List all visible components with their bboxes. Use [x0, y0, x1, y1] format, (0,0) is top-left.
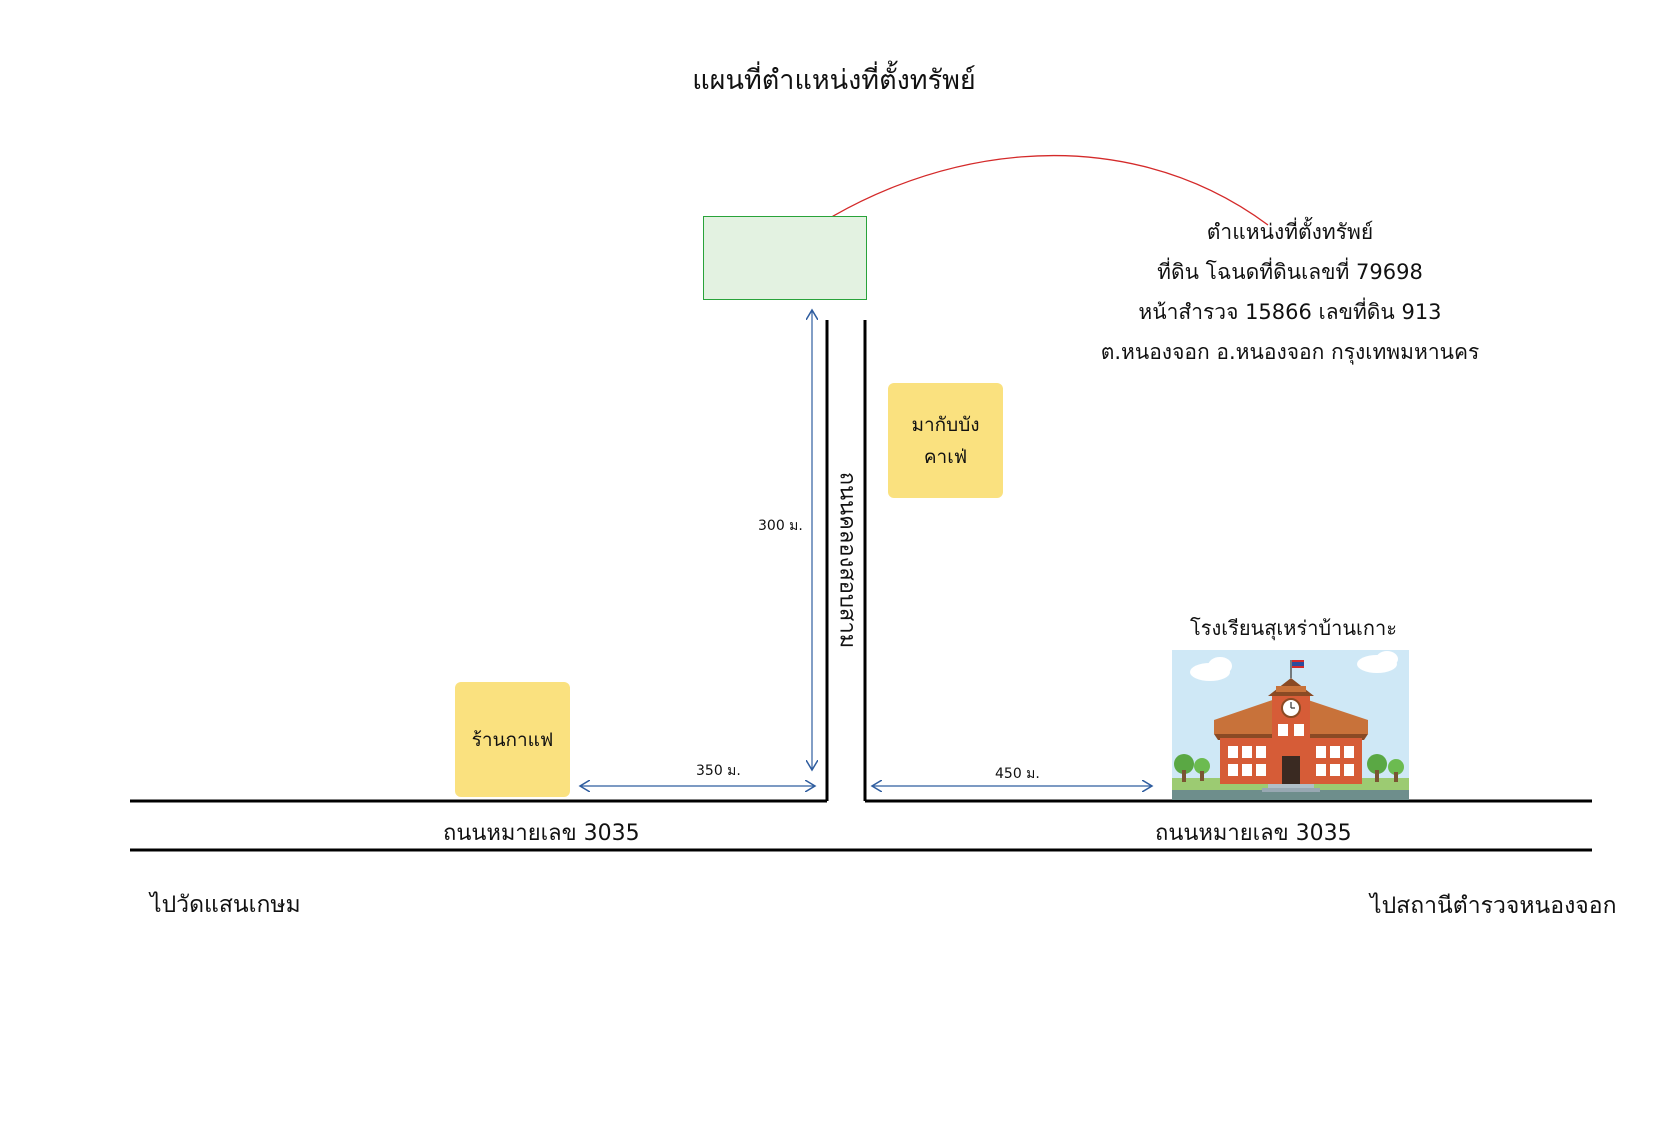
property-info: ตำแหน่งที่ตั้งทรัพย์ ที่ดิน โฉนดที่ดินเล…: [1040, 212, 1540, 372]
property-info-heading: ตำแหน่งที่ตั้งทรัพย์: [1206, 220, 1374, 244]
landmark-cafe-left: ร้านกาแฟ: [455, 682, 570, 797]
distance-label-vertical: 300 ม.: [758, 518, 803, 534]
school-label: โรงเรียนสุเหร่าบ้านเกาะ: [1190, 616, 1397, 640]
landmark-cafe-right-line2: คาเฟ่: [923, 445, 968, 468]
property-info-location: ต.หนองจอก อ.หนองจอก กรุงเทพมหานคร: [1100, 340, 1480, 364]
distance-label-left: 350 ม.: [696, 763, 741, 779]
property-parcel: [703, 216, 867, 300]
direction-right: ไปสถานีตำรวจหนองจอก: [1370, 893, 1617, 919]
landmark-cafe-right: มากับบัง คาเฟ่: [888, 383, 1003, 498]
side-road-label: ถนนคลองสอบสาม: [834, 471, 860, 649]
distance-label-right: 450 ม.: [995, 766, 1040, 782]
school-building-icon: [1172, 650, 1409, 800]
landmark-cafe-left-label: ร้านกาแฟ: [471, 728, 554, 751]
property-pointer-arrow: [781, 155, 1269, 251]
property-info-deed: ที่ดิน โฉนดที่ดินเลขที่ 79698: [1157, 260, 1423, 284]
map-title: แผนที่ตำแหน่งที่ตั้งทรัพย์: [692, 65, 976, 96]
main-road-label-left: ถนนหมายเลข 3035: [443, 821, 640, 846]
property-info-survey: หน้าสำรวจ 15866 เลขที่ดิน 913: [1138, 300, 1442, 324]
landmark-cafe-right-line1: มากับบัง: [911, 413, 980, 436]
direction-left: ไปวัดแสนเกษม: [150, 892, 301, 918]
main-road-label-right: ถนนหมายเลข 3035: [1155, 821, 1352, 846]
